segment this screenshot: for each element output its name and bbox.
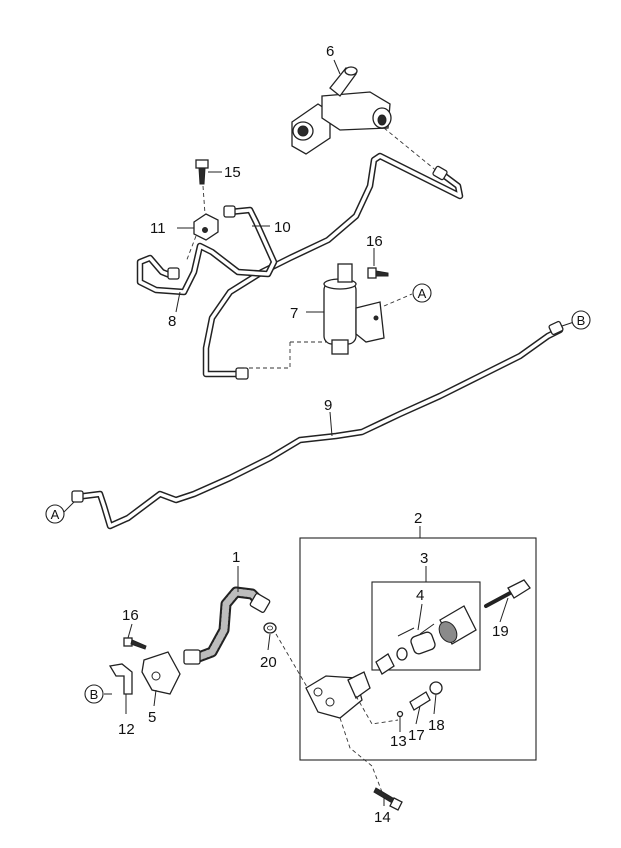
callout-16-upper: 16 [366, 233, 383, 250]
leader-11 [185, 235, 197, 263]
leader-13 [355, 695, 399, 725]
ref-b-upper-label: B [577, 313, 586, 328]
hose-1 [183, 586, 271, 665]
slave-cylinder [305, 671, 371, 719]
callout-8: 8 [168, 313, 176, 330]
bleeder-13-17 [396, 691, 431, 718]
bolt-16-lower [123, 637, 147, 650]
callout-2: 2 [414, 510, 422, 527]
bracket-5 [141, 651, 181, 695]
leader-14 [339, 717, 383, 793]
callout-1: 1 [232, 549, 240, 566]
callout-19: 19 [492, 623, 509, 640]
leader-6 [383, 127, 439, 173]
callout-14: 14 [374, 809, 391, 826]
callout-15: 15 [224, 164, 241, 181]
bolt-16-upper [367, 267, 389, 279]
callout-leaders [63, 59, 575, 806]
callout-9: 9 [324, 397, 332, 414]
callout-4: 4 [416, 587, 424, 604]
damper-7 [323, 263, 385, 355]
callout-10: 10 [274, 219, 291, 236]
pipe-8 [136, 205, 278, 296]
ref-a-lower-label: A [51, 507, 60, 522]
callout-18: 18 [428, 717, 445, 734]
callout-12: 12 [118, 721, 135, 738]
callout-7: 7 [290, 305, 298, 322]
joint-block-11 [193, 213, 219, 241]
callout-3: 3 [420, 550, 428, 567]
ref-b-lower-label: B [90, 687, 99, 702]
kit-box-2 [299, 537, 537, 761]
cap-18 [429, 681, 443, 695]
callout-11: 11 [150, 220, 166, 237]
bolt-14 [373, 787, 403, 811]
pushrod-19 [484, 579, 531, 608]
bolt-15 [195, 159, 209, 185]
ref-a-lower: A [45, 504, 65, 524]
ref-b-lower: B [84, 684, 104, 704]
pipe-9 [71, 320, 564, 530]
leader-ref-a [383, 293, 413, 307]
master-cylinder [291, 66, 392, 155]
leader-20 [275, 633, 311, 693]
callout-20: 20 [260, 654, 277, 671]
seal-kit-4 [375, 605, 477, 675]
callout-16-lower: 16 [122, 607, 139, 624]
clip-12 [108, 663, 133, 695]
ref-a-upper: A [412, 283, 432, 303]
washer-20 [263, 622, 277, 634]
ref-b-upper: B [571, 310, 591, 330]
leader-15 [202, 185, 206, 215]
callout-6: 6 [326, 43, 334, 60]
pipe-10 [202, 152, 464, 380]
leader-7 [244, 341, 326, 369]
callout-13: 13 [390, 733, 407, 750]
ref-a-upper-label: A [418, 286, 427, 301]
callout-17: 17 [408, 727, 425, 744]
callout-5: 5 [148, 709, 156, 726]
